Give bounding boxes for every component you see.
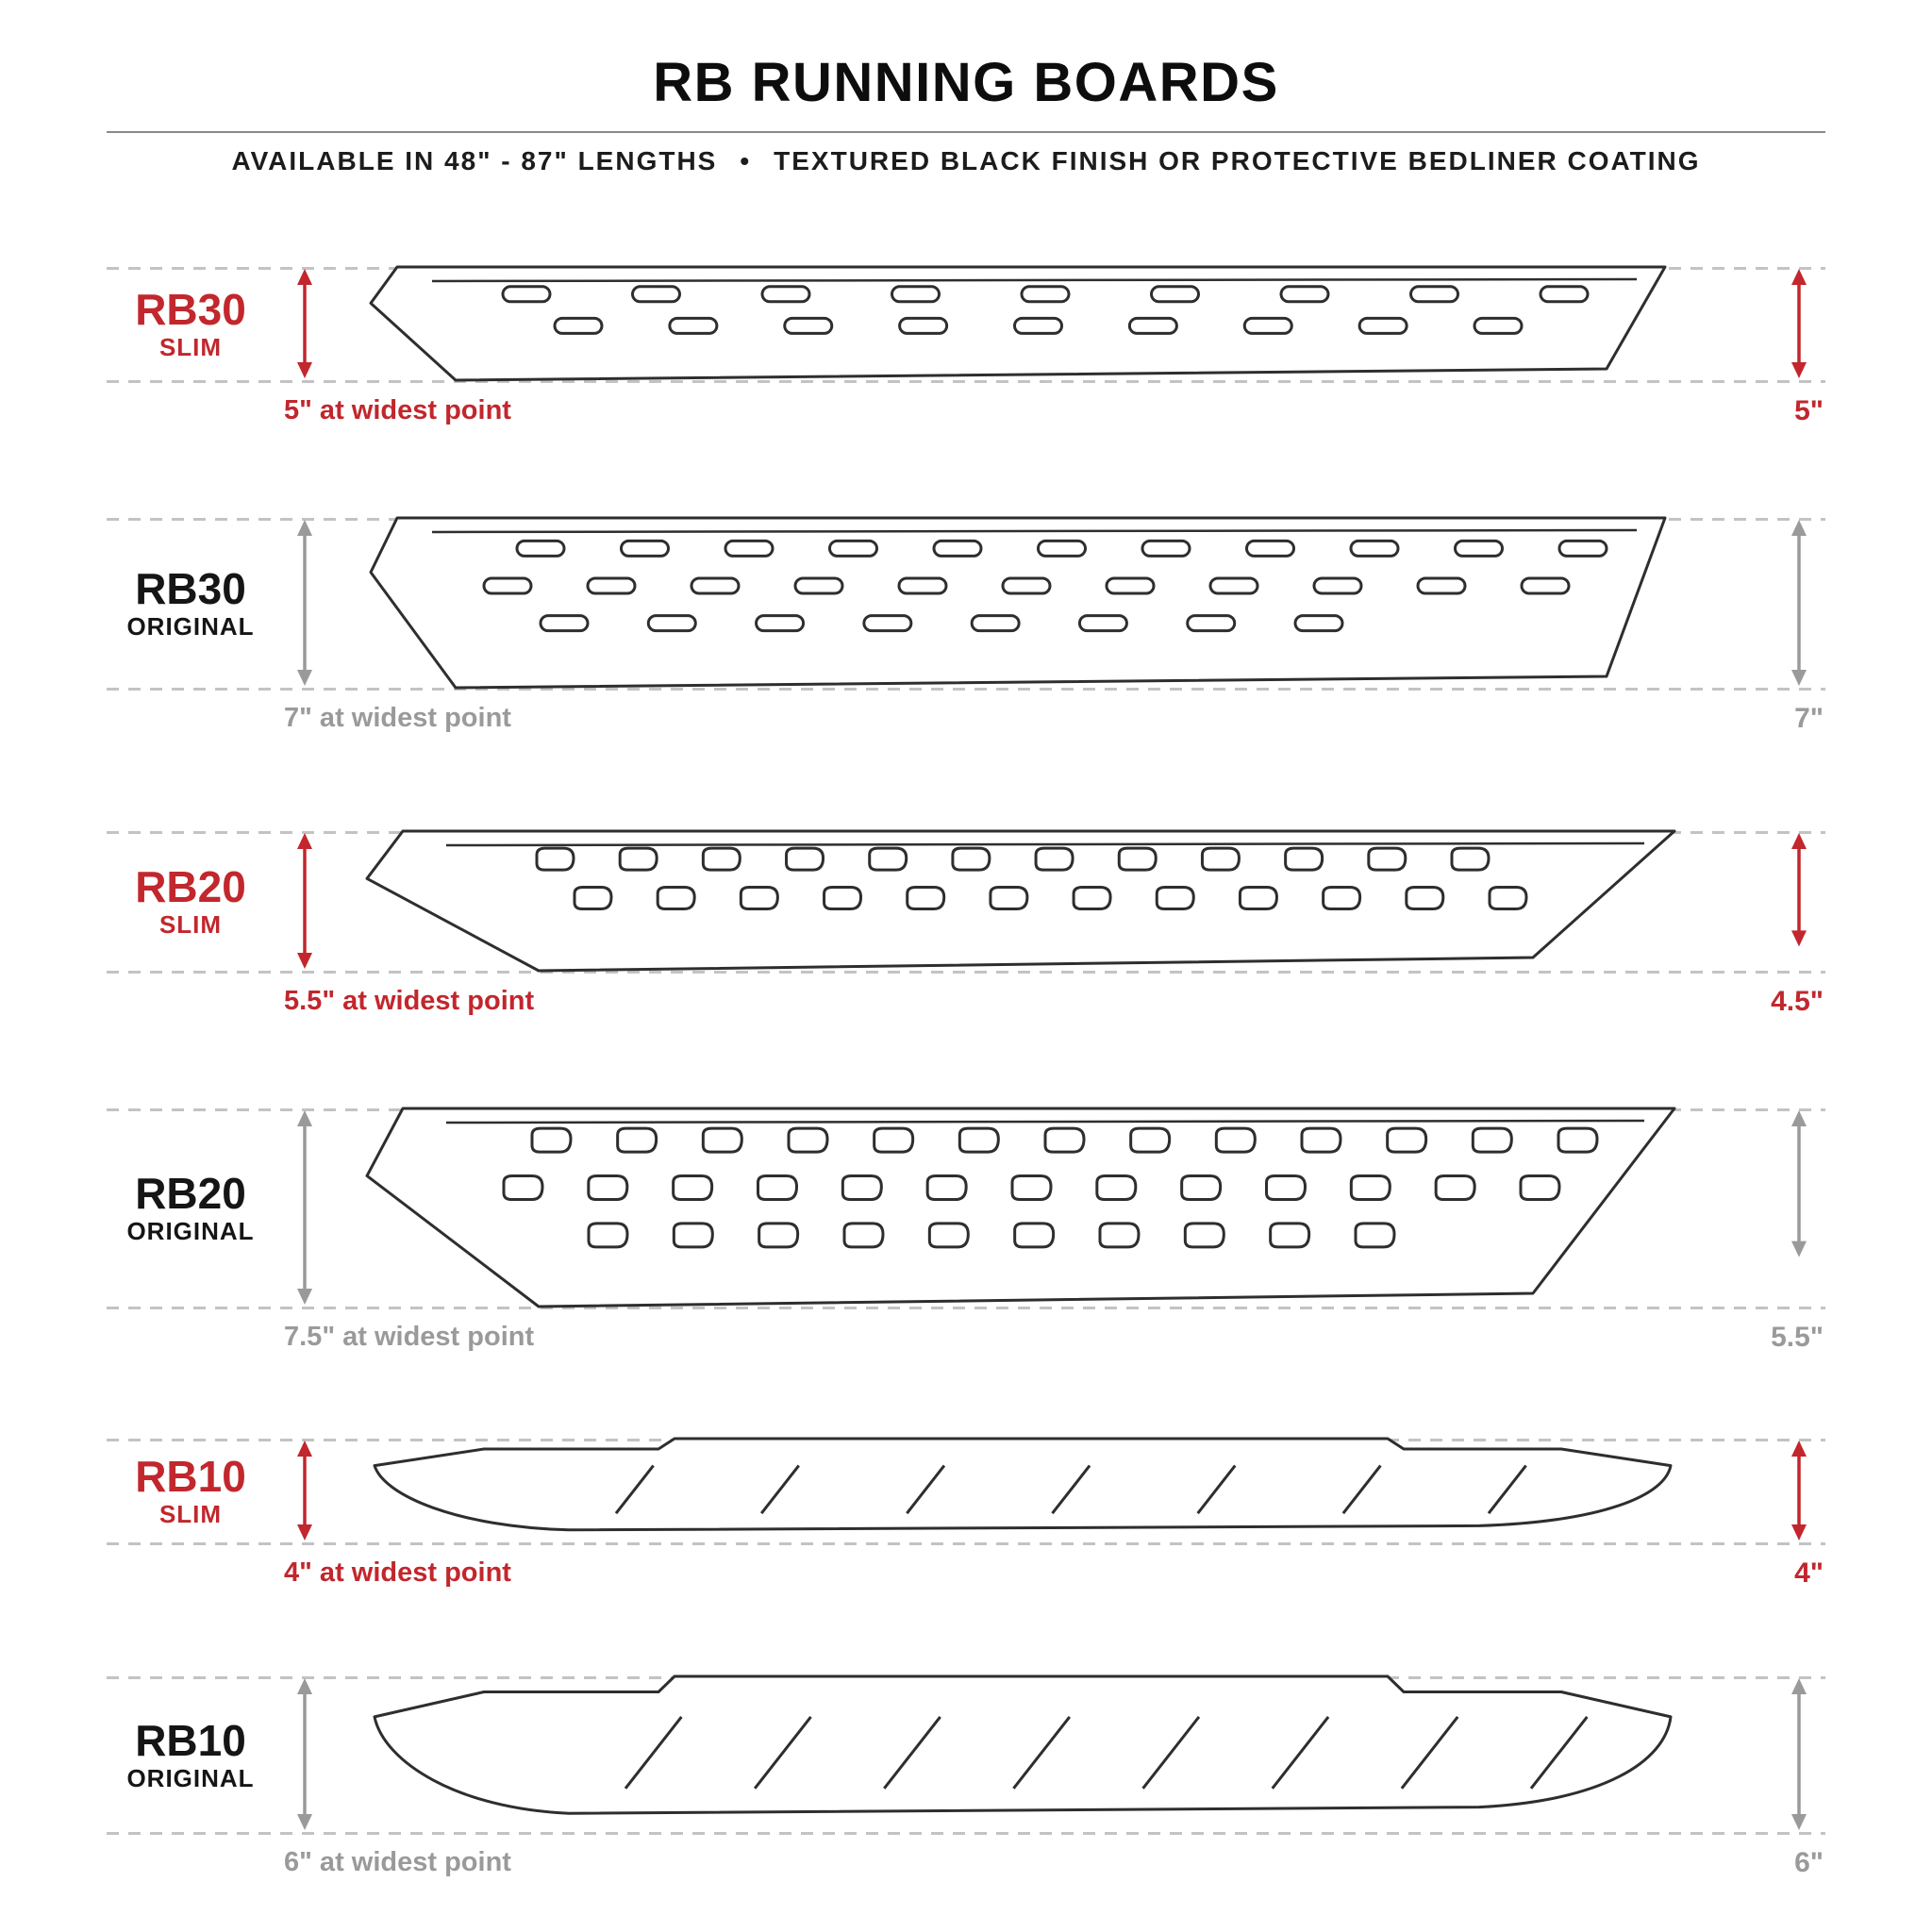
board-variant-label: SLIM bbox=[158, 333, 223, 361]
right-dimension-label: 4" bbox=[1794, 1557, 1824, 1589]
board-row-rb20-original: RB20 ORIGINAL 7.5" at widest point 5.5" bbox=[107, 1107, 1825, 1365]
board-variant-label: SLIM bbox=[158, 1500, 223, 1528]
widest-point-label: 7.5" at widest point bbox=[284, 1322, 535, 1352]
dimension-dash-bottom bbox=[107, 380, 1825, 383]
right-dimension-label: 5" bbox=[1794, 395, 1824, 426]
left-dimension-arrow-icon bbox=[297, 1110, 312, 1305]
board-row-rb10-slim: RB10 SLIM 4" at widest point 4" bbox=[107, 1437, 1825, 1601]
dimension-dash-bottom bbox=[107, 1307, 1825, 1309]
running-board-drawing-rb20-slim bbox=[365, 829, 1676, 973]
board-model-label: RB20 bbox=[135, 862, 246, 911]
board-label: RB20 SLIM bbox=[107, 831, 275, 971]
left-dimension-arrow-icon bbox=[297, 1441, 312, 1541]
running-board-drawing-rb30-slim bbox=[369, 265, 1667, 382]
right-dimension-arrow-icon bbox=[1791, 1441, 1807, 1541]
right-dimension-arrow-icon bbox=[1791, 1678, 1807, 1830]
board-label: RB20 ORIGINAL bbox=[107, 1108, 275, 1307]
board-model-label: RB20 bbox=[135, 1169, 246, 1218]
running-board-drawing-rb10-slim bbox=[373, 1437, 1673, 1532]
subtitle-finish: TEXTURED BLACK FINISH OR PROTECTIVE BEDL… bbox=[774, 146, 1701, 175]
right-dimension-label: 6" bbox=[1794, 1847, 1824, 1878]
running-board-drawing-rb30-original bbox=[369, 516, 1667, 690]
subtitle-bullet: • bbox=[740, 146, 752, 175]
board-label: RB30 SLIM bbox=[107, 267, 275, 380]
right-dimension-arrow-icon bbox=[1791, 833, 1807, 947]
left-dimension-arrow-icon bbox=[297, 269, 312, 378]
widest-point-label: 4" at widest point bbox=[284, 1557, 511, 1588]
right-dimension-arrow-icon bbox=[1791, 520, 1807, 686]
dimension-dash-bottom bbox=[107, 1542, 1825, 1545]
running-board-drawing-rb20-original bbox=[365, 1107, 1676, 1308]
widest-point-label: 6" at widest point bbox=[284, 1847, 511, 1877]
dimension-dash-bottom bbox=[107, 1832, 1825, 1835]
widest-point-label: 5" at widest point bbox=[284, 395, 511, 425]
board-row-rb30-slim: RB30 SLIM 5" at widest point 5" bbox=[107, 265, 1825, 439]
subtitle-lengths: AVAILABLE IN 48" - 87" LENGTHS bbox=[231, 146, 718, 175]
widest-point-label: 5.5" at widest point bbox=[284, 986, 535, 1016]
left-dimension-arrow-icon bbox=[297, 833, 312, 969]
right-dimension-arrow-icon bbox=[1791, 269, 1807, 378]
board-row-rb10-original: RB10 ORIGINAL 6" at widest point 6" bbox=[107, 1674, 1825, 1890]
board-variant-label: ORIGINAL bbox=[126, 1217, 255, 1245]
board-variant-label: SLIM bbox=[158, 910, 223, 939]
title-divider bbox=[107, 131, 1825, 133]
right-dimension-label: 5.5" bbox=[1771, 1322, 1824, 1353]
page-subtitle: AVAILABLE IN 48" - 87" LENGTHS • TEXTURED … bbox=[107, 146, 1825, 176]
board-label: RB10 ORIGINAL bbox=[107, 1676, 275, 1832]
board-variant-label: ORIGINAL bbox=[126, 1763, 255, 1792]
board-row-rb20-slim: RB20 SLIM 5.5" at widest point 4.5" bbox=[107, 829, 1825, 1029]
right-dimension-label: 4.5" bbox=[1771, 986, 1824, 1017]
diagram-header: RB RUNNING BOARDS AVAILABLE IN 48" - 87"… bbox=[107, 51, 1825, 176]
left-dimension-arrow-icon bbox=[297, 520, 312, 686]
dimension-dash-bottom bbox=[107, 688, 1825, 691]
board-model-label: RB30 bbox=[135, 564, 246, 613]
board-model-label: RB10 bbox=[135, 1715, 246, 1765]
board-label: RB30 ORIGINAL bbox=[107, 518, 275, 688]
dimension-dash-bottom bbox=[107, 971, 1825, 974]
page-title: RB RUNNING BOARDS bbox=[653, 52, 1279, 113]
board-model-label: RB10 bbox=[135, 1452, 246, 1501]
widest-point-label: 7" at widest point bbox=[284, 703, 511, 733]
board-row-rb30-original: RB30 ORIGINAL 7" at widest point 7" bbox=[107, 516, 1825, 746]
board-label: RB10 SLIM bbox=[107, 1439, 275, 1542]
running-board-drawing-rb10-original bbox=[373, 1674, 1673, 1815]
board-model-label: RB30 bbox=[135, 285, 246, 334]
right-dimension-arrow-icon bbox=[1791, 1110, 1807, 1257]
left-dimension-arrow-icon bbox=[297, 1678, 312, 1830]
board-variant-label: ORIGINAL bbox=[126, 612, 255, 641]
right-dimension-label: 7" bbox=[1794, 703, 1824, 734]
